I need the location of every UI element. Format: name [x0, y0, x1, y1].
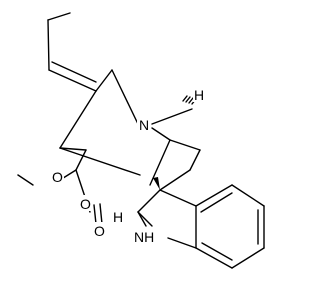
bond [159, 169, 191, 191]
bond [195, 247, 233, 269]
hydrogen-label: H [113, 209, 123, 225]
bond [159, 189, 197, 207]
stereo-wedge [153, 177, 160, 190]
bond [149, 139, 171, 186]
bond [99, 203, 103, 225]
bond [47, 12, 71, 21]
bond [59, 90, 97, 149]
hydrogen-label: H [194, 87, 204, 103]
bond [47, 19, 50, 71]
bond [200, 192, 233, 213]
bond [195, 184, 233, 207]
bond [137, 211, 147, 227]
ring-oxygen-label: O [80, 196, 91, 212]
bond [17, 174, 34, 186]
bond [93, 204, 97, 225]
nh-label: NH [134, 229, 154, 245]
bond [201, 242, 233, 261]
bond [137, 189, 161, 213]
structure-canvas: N NH O O O H H [17, 12, 265, 269]
bond [151, 108, 193, 125]
molecule-drawing: N NH O O O H H [17, 12, 265, 269]
bond [151, 127, 171, 141]
bond [231, 247, 265, 269]
bond [51, 61, 97, 83]
bond [231, 184, 265, 207]
bond [59, 147, 87, 151]
ester-oxygen-label: O [52, 169, 63, 185]
bond [167, 237, 197, 249]
bond [48, 69, 97, 92]
bond [189, 149, 201, 171]
carbonyl-oxygen-label: O [94, 223, 105, 239]
bond [111, 69, 139, 125]
bond [169, 139, 201, 151]
bond [137, 211, 153, 227]
bond [95, 69, 113, 92]
bond [75, 149, 87, 171]
nitrogen-label: N [139, 117, 149, 133]
bond [59, 147, 141, 176]
